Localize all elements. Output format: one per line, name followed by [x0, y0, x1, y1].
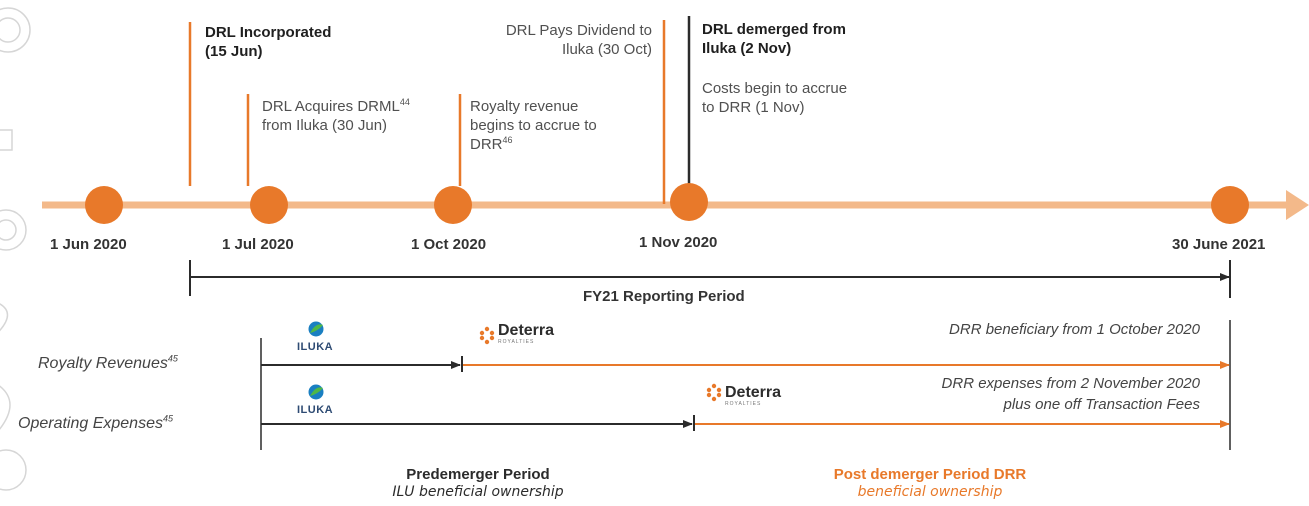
royalty-row-label: Royalty Revenues45	[38, 353, 178, 373]
iluka-logo-text-2: ILUKA	[297, 404, 334, 416]
reporting-period-label: FY21 Reporting Period	[583, 288, 745, 305]
post-period-line1: Post demerger Period DRR	[833, 466, 1027, 483]
demerged-label: DRL demerged from Iluka (2 Nov)	[702, 20, 846, 58]
royalty-row-text: Royalty Revenues	[38, 355, 168, 372]
dividend-label: DRL Pays Dividend to Iluka (30 Oct)	[452, 21, 652, 59]
opex-note-line2: plus one off Transaction Fees	[1003, 396, 1201, 413]
pre-period-line2: ILU beneficial ownership	[392, 484, 564, 500]
deterra-logo-2: Deterra ROYALTIES	[725, 384, 781, 407]
iluka-logo-mark-1	[308, 321, 324, 337]
iluka-logo-mark-2	[308, 384, 324, 400]
acquires-label: DRL Acquires DRML44 from Iluka (30 Jun)	[262, 97, 410, 135]
acquires-line2: from Iluka (30 Jun)	[262, 117, 388, 134]
post-period-line2: beneficial ownership	[857, 484, 1003, 500]
timeline-dot-jun	[85, 186, 123, 224]
date-label-oct: 1 Oct 2020	[411, 236, 487, 253]
royalty-row-footnote: 45	[167, 353, 178, 364]
acquires-line1: DRL Acquires DRML	[262, 98, 400, 115]
post-period-label: Post demerger Period DRR beneficial owne…	[790, 465, 1070, 501]
opex-row-text: Operating Expenses	[18, 415, 163, 432]
iluka-logo-text-1: ILUKA	[297, 341, 334, 353]
royalty-accrue-label: Royalty revenue begins to accrue to DRR4…	[470, 97, 597, 154]
deterra-logo-sub-1: ROYALTIES	[498, 339, 535, 345]
royalty-accrue-footnote: 46	[502, 135, 513, 145]
opex-row-label: Operating Expenses45	[18, 413, 173, 433]
date-label-end: 30 June 2021	[1172, 236, 1266, 253]
costs-line2: to DRR (1 Nov)	[702, 99, 805, 116]
deterra-logo-text-2: Deterra	[725, 384, 782, 401]
timeline-dot-oct	[434, 186, 472, 224]
opex-row-footnote: 45	[162, 413, 173, 424]
deterra-logo-sub-2: ROYALTIES	[725, 401, 762, 407]
deterra-logo-mark-2	[706, 383, 722, 402]
incorporated-label: DRL Incorporated (15 Jun)	[205, 23, 331, 61]
costs-line1: Costs begin to accrue	[702, 80, 848, 97]
timeline-arrowhead	[1286, 190, 1309, 220]
pre-period-line1: Predemerger Period	[406, 466, 550, 483]
decorative-outline-shapes	[0, 7, 31, 491]
demerged-line1: DRL demerged from	[702, 21, 846, 38]
date-label-nov: 1 Nov 2020	[639, 234, 718, 251]
incorporated-line2: (15 Jun)	[205, 43, 263, 60]
costs-label: Costs begin to accrue to DRR (1 Nov)	[702, 79, 847, 117]
deterra-logo-mark-1	[479, 326, 495, 345]
deterra-logo-1: Deterra ROYALTIES	[498, 322, 554, 345]
royalty-note: DRR beneficiary from 1 October 2020	[949, 321, 1200, 338]
date-label-jul: 1 Jul 2020	[222, 236, 294, 253]
pre-period-label: Predemerger Period ILU beneficial owners…	[338, 465, 618, 501]
timeline-dot-end	[1211, 186, 1249, 224]
timeline-dot-jul	[250, 186, 288, 224]
royalty-accrue-line1: Royalty revenue	[470, 98, 579, 115]
demerged-line2: Iluka (2 Nov)	[702, 40, 792, 57]
dividend-line1: DRL Pays Dividend to	[505, 22, 652, 39]
opex-note-line1: DRR expenses from 2 November 2020	[941, 375, 1200, 392]
dividend-line2: Iluka (30 Oct)	[561, 41, 652, 58]
timeline-dot-nov	[670, 183, 708, 221]
opex-note: DRR expenses from 2 November 2020 plus o…	[942, 373, 1200, 415]
date-label-jun: 1 Jun 2020	[50, 236, 127, 253]
acquires-footnote: 44	[399, 97, 410, 107]
incorporated-line1: DRL Incorporated	[205, 24, 332, 41]
royalty-accrue-line2: begins to accrue to	[470, 117, 597, 134]
deterra-logo-text-1: Deterra	[498, 322, 555, 339]
royalty-accrue-line3: DRR	[470, 136, 503, 153]
